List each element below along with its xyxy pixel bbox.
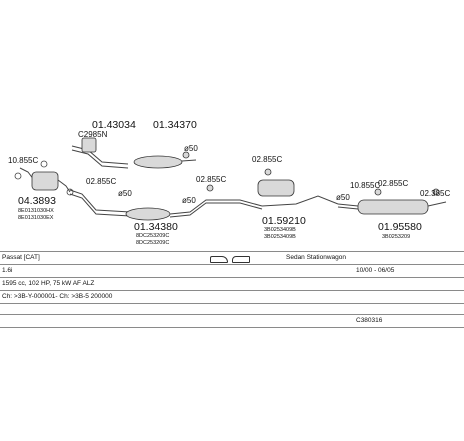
diameter-label: ø50 [336,193,350,202]
vehicle-icons [210,255,252,263]
diameter-label: ø50 [182,196,196,205]
row-divider [0,327,464,328]
row-divider [0,277,464,278]
front-pipe-lower [69,184,263,221]
diameter-label: ø50 [184,144,198,153]
row-divider [0,251,464,252]
part-number-center-silencer: 01.59210 [262,215,306,227]
model-text: Passat [CAT] [2,254,40,261]
hardware-label: C2985N [78,130,108,139]
part-code-front-pipe-1: 8DC253209C [136,233,169,239]
part-number-front-pipe-bottom: 01.34380 [134,221,178,233]
chassis-text: Ch: >3B-Y-000001- Ch: >3B-5 200000 [2,293,113,300]
exhaust-system-diagram: 01.43034 01.34370 04.3893 8E0131030HX 8E… [8,119,450,246]
center-silencer [257,168,339,207]
reference-text: C380316 [356,317,383,324]
part-code-rear-1: 3B0253209 [382,234,410,240]
part-number-catalytic-converter: 04.3893 [18,195,56,207]
row-divider [0,314,464,315]
years-text: 10/00 - 06/05 [356,267,395,274]
sedan-icon [210,256,228,263]
row-divider [0,264,464,265]
part-number-rear-silencer-top: 01.34370 [153,119,197,131]
hardware-label: 02.855C [196,175,226,184]
diameter-label: ø50 [118,189,132,198]
row-divider [0,303,464,304]
specs-text: 1595 cc, 102 HP, 75 kW AF ALZ [2,280,95,287]
hardware-label: 10.855C [350,181,380,190]
part-code-front-pipe-2: 8DC253209C [136,240,169,246]
rear-silencer [337,188,447,215]
engine-text: 1.6i [2,267,13,274]
catalytic-converter [14,160,74,196]
body-text: Sedan Stationwagon [286,254,346,261]
hardware-label: 10.855C [8,156,38,165]
part-code-center-2: 3B0253409B [264,234,296,240]
part-code-catalytic-2: 8E0131030EX [18,215,54,221]
row-divider [0,290,464,291]
part-code-center-1: 3B0253409B [264,227,296,233]
part-number-rear-silencer: 01.95580 [378,221,422,233]
part-number-front-pipe-top: 01.43034 [92,119,136,131]
wagon-icon [232,256,250,263]
hardware-label: 02.855C [252,155,282,164]
hardware-label: 02.855C [86,177,116,186]
hardware-label: 02.855C [378,179,408,188]
part-code-catalytic-1: 8E0131030HX [18,208,54,214]
hardware-label: 02.385C [420,189,450,198]
front-pipe-upper [71,137,197,169]
